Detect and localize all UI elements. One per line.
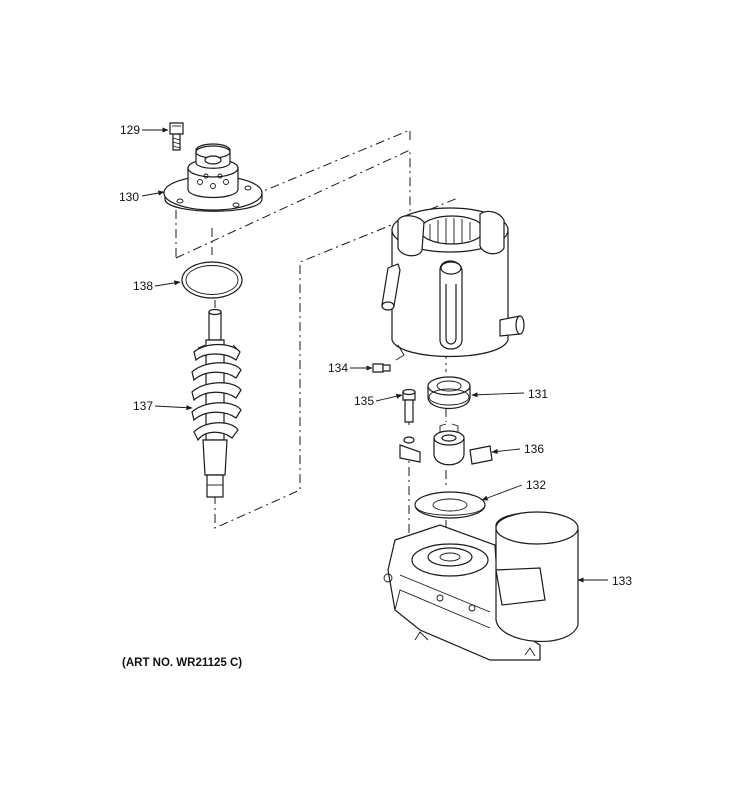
callout-135[interactable]: 135 <box>354 394 374 408</box>
callout-130[interactable]: 130 <box>119 190 139 204</box>
callout-labels: 129 130 138 137 134 135 131 136 132 133 <box>119 123 632 588</box>
art-number: (ART NO. WR21125 C) <box>122 657 242 669</box>
callout-137[interactable]: 137 <box>133 399 153 413</box>
ice-crusher-housing[interactable] <box>381 207 525 361</box>
part-130-bearing-plate[interactable] <box>163 143 263 212</box>
part-133-gear-motor[interactable] <box>383 511 579 661</box>
callout-136[interactable]: 136 <box>524 442 544 456</box>
part-131-seal[interactable] <box>427 376 471 409</box>
part-135-bolt[interactable] <box>402 388 416 444</box>
callout-134[interactable]: 134 <box>328 361 348 375</box>
callout-leaders <box>141 127 608 583</box>
part-132-gasket[interactable] <box>414 491 486 519</box>
callout-133[interactable]: 133 <box>612 574 632 588</box>
part-138-o-ring[interactable] <box>181 261 243 299</box>
callout-132[interactable]: 132 <box>526 478 546 492</box>
callout-131[interactable]: 131 <box>528 387 548 401</box>
part-136-coupler[interactable] <box>399 423 493 466</box>
callout-129[interactable]: 129 <box>120 123 140 137</box>
callout-138[interactable]: 138 <box>133 279 153 293</box>
part-134-small-screw[interactable] <box>372 363 391 373</box>
part-137-auger[interactable] <box>191 308 242 498</box>
part-129-screw[interactable] <box>169 122 184 151</box>
